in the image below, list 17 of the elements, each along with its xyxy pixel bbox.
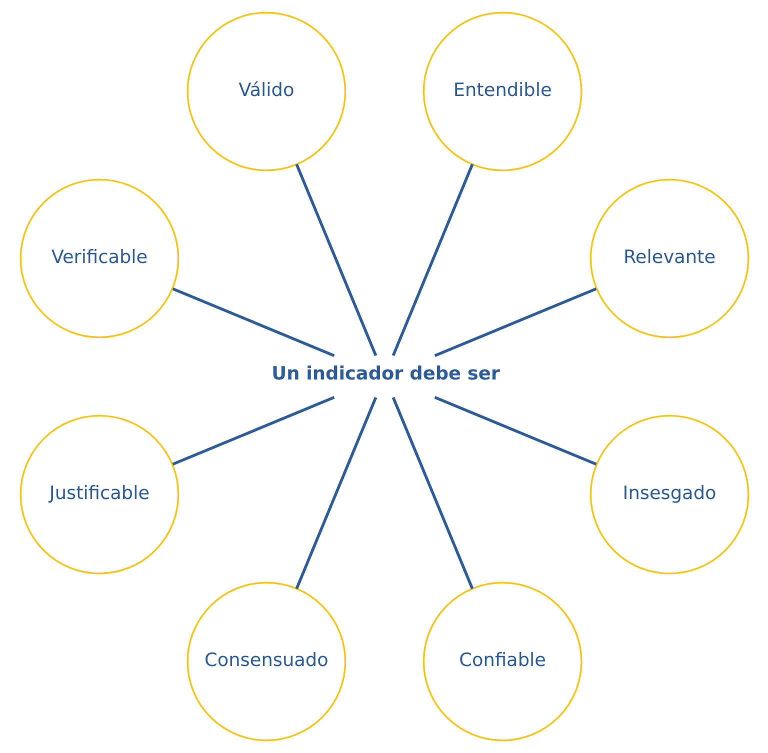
connector	[172, 287, 334, 357]
node-circle: Insesgado	[589, 414, 749, 574]
node-circle: Relevante	[589, 178, 749, 338]
connector	[434, 396, 596, 466]
node-text: Un indicador debe ser	[271, 364, 500, 385]
node-circle: Entendible	[422, 12, 582, 172]
connector	[172, 396, 334, 466]
node-circle: Justificable	[19, 414, 179, 574]
node-circle: Válido	[186, 12, 346, 172]
connector	[434, 287, 596, 357]
node-circle: Consensuado	[186, 582, 346, 742]
connector	[391, 396, 474, 590]
node-circle: Confiable	[422, 582, 582, 742]
connector	[391, 164, 474, 356]
connector	[294, 396, 377, 590]
node-circle: Verificable	[19, 178, 179, 338]
connector	[294, 164, 377, 356]
